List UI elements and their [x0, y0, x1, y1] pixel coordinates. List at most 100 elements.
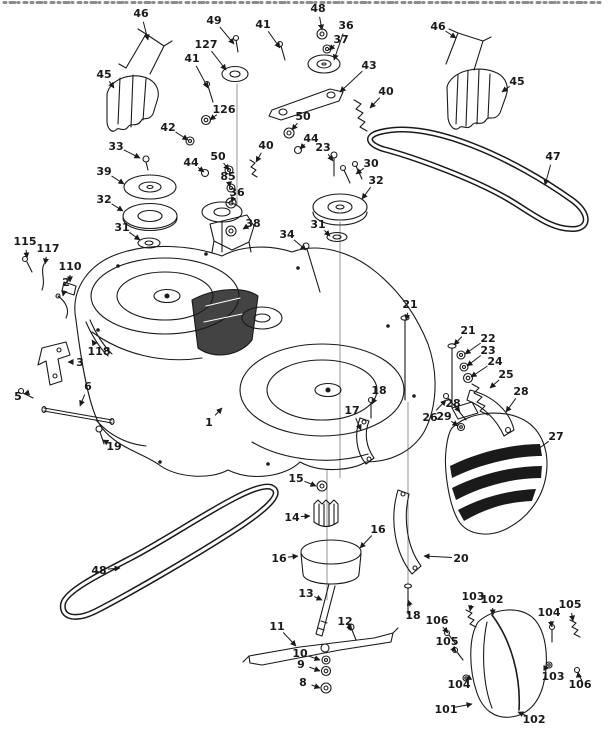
leader-line-34	[293, 239, 307, 251]
leader-line-102	[517, 711, 526, 717]
part-callout-1: 1	[205, 416, 213, 429]
part-callout-12: 12	[337, 615, 352, 628]
leader-line-8	[311, 683, 321, 689]
washer-22	[456, 350, 466, 360]
leader-line-37	[328, 44, 336, 51]
leader-line-2	[61, 289, 68, 297]
part-callout-28: 28	[445, 397, 460, 410]
leader-line-29	[451, 420, 459, 427]
bolt-19	[95, 425, 103, 433]
washer-126	[200, 114, 212, 126]
leader-line-101	[454, 702, 473, 708]
leader-line-28	[454, 405, 461, 413]
leader-line-16	[287, 553, 299, 560]
plate-28a	[451, 401, 479, 420]
part-callout-103: 103	[462, 590, 485, 603]
nut-44a	[293, 145, 303, 155]
bolt-30b	[351, 160, 359, 168]
deck-bolt-holes	[96, 252, 416, 466]
leader-line-32	[361, 186, 372, 200]
wire-117	[41, 263, 45, 291]
part-callout-110: 110	[59, 260, 82, 273]
leader-line-45	[501, 85, 510, 93]
pin-5	[17, 387, 25, 395]
mandrel-cover-left-45	[106, 74, 159, 132]
deflector-101	[470, 609, 547, 718]
part-callout-2: 2	[62, 276, 70, 289]
part-callout-44: 44	[183, 156, 199, 169]
part-callout-104: 104	[448, 678, 471, 691]
bolt-23	[330, 151, 338, 159]
v-belt-47	[367, 126, 589, 233]
part-callout-50: 50	[295, 110, 311, 123]
part-callout-37: 37	[333, 33, 348, 46]
mandrel-cover-right-45	[446, 68, 508, 130]
leader-line-44	[299, 142, 307, 150]
part-callout-106: 106	[569, 678, 592, 691]
bracket-3	[37, 341, 71, 386]
leader-line-6	[79, 394, 86, 407]
leader-line-36	[230, 195, 237, 203]
blade-11	[242, 627, 399, 666]
washer-23b	[459, 362, 469, 372]
part-callout-104: 104	[538, 606, 561, 619]
part-callout-11: 11	[269, 620, 284, 633]
leader-line-41	[267, 31, 281, 49]
spring-105b	[569, 619, 581, 638]
part-callout-40: 40	[258, 139, 274, 152]
part-callout-22: 22	[480, 332, 495, 345]
leader-line-24	[470, 365, 488, 378]
part-callout-3: 3	[76, 356, 84, 369]
leader-line-11	[282, 632, 297, 647]
leader-line-41	[195, 65, 209, 89]
mower-deck-housing-1	[74, 245, 436, 477]
part-callout-10: 10	[292, 647, 308, 660]
part-callout-16: 16	[271, 552, 287, 565]
part-callout-36: 36	[338, 19, 354, 32]
pulley-32-left	[122, 202, 178, 232]
bracket-46-left	[118, 28, 173, 75]
part-callout-118: 118	[88, 345, 111, 358]
spindle-pulley-center	[201, 201, 243, 253]
part-callout-13: 13	[298, 587, 313, 600]
part-callout-18: 18	[371, 384, 386, 397]
part-callout-17: 17	[344, 404, 359, 417]
nut-44b	[200, 168, 210, 178]
leader-line-27	[533, 440, 549, 453]
idler-arm-28b	[466, 389, 515, 437]
washer-50a	[283, 127, 295, 139]
part-callout-46: 46	[133, 7, 149, 20]
part-callout-21: 21	[402, 298, 417, 311]
leader-line-16	[359, 535, 373, 549]
mandrel-housing-38	[209, 214, 255, 253]
leader-line-19	[102, 439, 110, 446]
brake-arm-20	[393, 489, 422, 575]
hinge-rod-102	[491, 614, 521, 711]
washer-31-right	[326, 231, 348, 243]
part-callout-44: 44	[303, 132, 319, 145]
leader-line-21	[453, 336, 463, 346]
leader-line-49	[219, 26, 235, 45]
bolt-106b	[573, 666, 581, 674]
leader-line-33	[123, 149, 141, 159]
part-callout-30: 30	[363, 157, 379, 170]
part-callout-26: 26	[422, 411, 438, 424]
bracket-46-right	[445, 28, 492, 71]
leader-line-12	[346, 623, 353, 631]
part-callout-105: 105	[436, 635, 459, 648]
leader-line-106	[442, 626, 449, 634]
part-callout-36: 36	[229, 186, 245, 199]
rod-26	[442, 392, 450, 400]
part-callout-103: 103	[542, 670, 565, 683]
discharge-deflector-group	[443, 609, 583, 718]
leader-line-39	[111, 175, 125, 185]
left-pulley-stack	[122, 155, 178, 249]
part-callout-32: 32	[368, 174, 383, 187]
leader-line-36	[332, 33, 344, 61]
part-callout-46: 46	[430, 20, 446, 33]
spring-40	[353, 99, 368, 132]
leader-line-127	[211, 50, 227, 71]
part-callout-85: 85	[220, 170, 235, 183]
